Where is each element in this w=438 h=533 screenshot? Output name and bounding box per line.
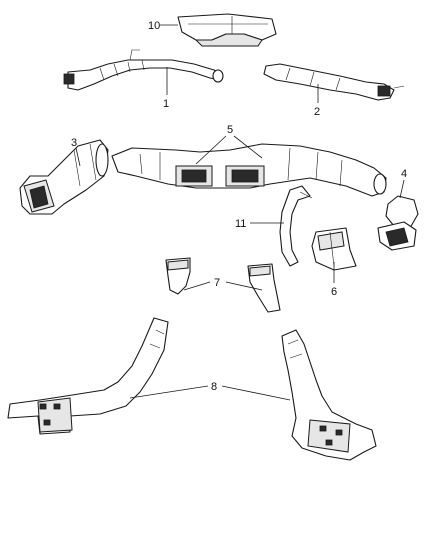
leader-5b <box>233 135 263 159</box>
leader-8a <box>129 385 209 399</box>
callout-3: 3 <box>71 137 77 149</box>
callout-7: 7 <box>214 277 220 289</box>
callout-6: 6 <box>331 286 337 298</box>
callout-1: 1 <box>163 98 169 110</box>
part-11-hose <box>279 185 313 267</box>
callout-8: 8 <box>211 381 217 393</box>
part-10-defroster-duct <box>177 13 277 47</box>
part-2-right-duct <box>263 63 405 101</box>
part-3-left-outlet-duct <box>19 139 109 215</box>
leader-8b <box>221 385 291 401</box>
leader-7a <box>183 281 211 291</box>
leader-3 <box>75 147 81 167</box>
part-1-left-duct <box>63 49 224 91</box>
part-8-left-floor-duct <box>7 317 169 435</box>
part-8-right-floor-duct <box>281 329 377 461</box>
leader-5a <box>195 135 227 165</box>
callout-labels: 10 1 2 3 5 4 11 6 7 8 <box>71 20 407 393</box>
callout-4: 4 <box>401 168 407 180</box>
leader-lines <box>75 24 405 401</box>
part-4-right-outlet <box>377 195 419 251</box>
callout-5: 5 <box>227 124 233 136</box>
leader-4 <box>399 179 405 199</box>
callout-10: 10 <box>148 20 160 32</box>
callout-11: 11 <box>235 218 246 230</box>
part-5-center-duct <box>111 143 387 197</box>
callout-2: 2 <box>314 106 320 118</box>
leader-7b <box>225 281 263 291</box>
part-6-small-duct <box>311 227 357 271</box>
part-7-right-small-duct <box>247 263 281 313</box>
part-7-left-small-duct <box>165 257 191 295</box>
